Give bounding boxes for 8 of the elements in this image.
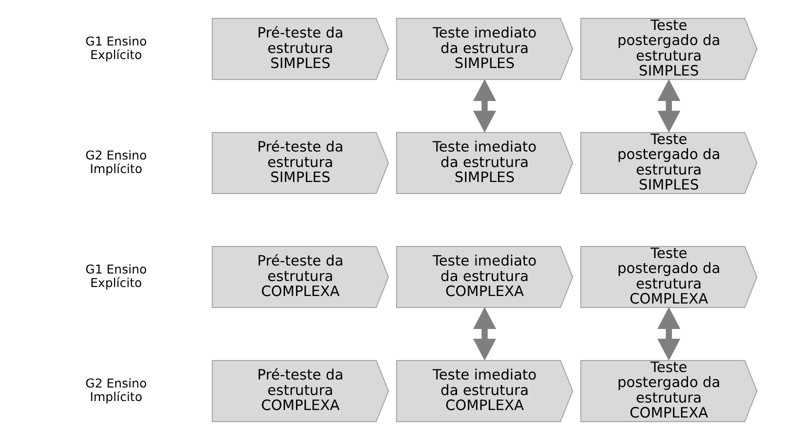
arrow <box>657 307 680 361</box>
label: G1 Ensino Explícito <box>85 34 147 62</box>
arrow <box>473 307 496 361</box>
label: G1 Ensino Explícito <box>85 262 147 290</box>
arrow <box>657 79 680 133</box>
arrow <box>473 79 496 133</box>
label: G2 Ensino Implícito <box>85 376 147 404</box>
label: G2 Ensino Implícito <box>85 148 147 176</box>
